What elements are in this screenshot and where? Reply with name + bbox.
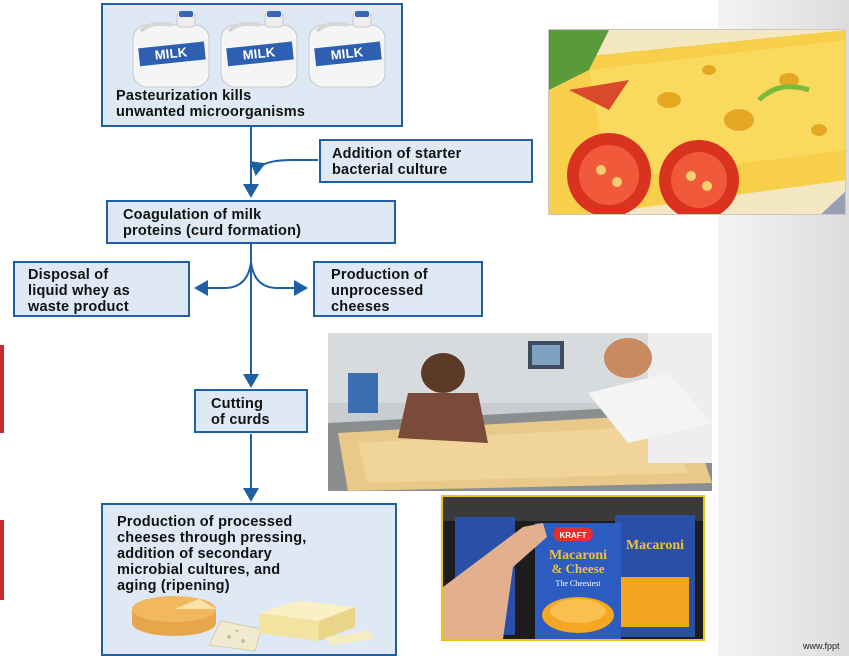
box-name-text: Macaroni <box>549 548 607 563</box>
milk-jug: MILK <box>132 11 210 88</box>
processed-cheese-box: Production of processed cheeses through … <box>101 503 397 656</box>
coagulation-box: Coagulation of milk proteins (curd forma… <box>106 200 396 244</box>
starter-culture-box: Addition of starter bacterial culture <box>319 139 533 183</box>
mac-and-cheese-image: Macaroni KRAFT Macaroni & Cheese The Che… <box>443 497 703 639</box>
cutting-curds-box: Cutting of curds <box>194 389 308 433</box>
milk-jugs-illustration: MILK MILK MILK <box>132 11 386 88</box>
edge-accent <box>0 345 4 433</box>
milk-label: MILK <box>242 44 276 62</box>
milk-label: MILK <box>154 44 188 62</box>
pasteurization-line: unwanted microorganisms <box>116 104 306 120</box>
milk-label: MILK <box>330 44 364 62</box>
processed-line: cheeses through pressing, <box>117 530 307 546</box>
whey-line: waste product <box>28 299 129 315</box>
pasteurization-box: MILK MILK MILK Pasteurization kills unwa… <box>101 3 403 127</box>
unprocessed-line: unprocessed <box>331 283 424 299</box>
cereal-box-front: KRAFT Macaroni & Cheese The Cheesiest <box>535 523 621 639</box>
whey-line: liquid whey as <box>28 283 130 299</box>
processed-line: addition of secondary <box>117 546 272 562</box>
cheese-wheel <box>132 596 216 636</box>
pasteurization-text: Pasteurization kills unwanted microorgan… <box>116 88 305 120</box>
unprocessed-line: cheeses <box>331 299 390 315</box>
cutting-line: of curds <box>211 412 270 428</box>
box-name-text: & Cheese <box>551 561 604 576</box>
whey-line: Disposal of <box>28 267 109 283</box>
mac-and-cheese-photo: Macaroni KRAFT Macaroni & Cheese The Che… <box>441 495 705 641</box>
whey-disposal-box: Disposal of liquid whey as waste product <box>13 261 190 317</box>
milk-jug: MILK <box>220 11 298 88</box>
cheese-vat-image <box>328 333 712 491</box>
kraft-logo-text: KRAFT <box>559 531 586 540</box>
milk-jug: MILK <box>308 11 386 88</box>
arrow-to-whey <box>194 261 252 296</box>
box-tagline-text: The Cheesiest <box>555 579 601 588</box>
coagulation-line: proteins (curd formation) <box>123 223 302 239</box>
processed-line: Production of processed <box>117 514 293 530</box>
processed-text: Production of processed cheeses through … <box>117 514 307 594</box>
hand-shape <box>443 523 547 639</box>
cheese-blocks-illustration <box>132 596 375 652</box>
swiss-cheese-wedge <box>208 620 262 652</box>
starter-line: Addition of starter <box>332 146 462 162</box>
cutting-line: Cutting <box>211 396 264 412</box>
box-name-text: Macaroni <box>626 538 684 553</box>
processed-line: aging (ripening) <box>117 578 230 594</box>
arrow-starter-culture <box>249 159 318 176</box>
cheese-tomato-photo <box>548 29 846 215</box>
footer-url: www.fppt <box>803 641 840 651</box>
cheese-vat-photo <box>328 333 712 491</box>
coagulation-line: Coagulation of milk <box>123 207 262 223</box>
unprocessed-cheese-box: Production of unprocessed cheeses <box>313 261 483 317</box>
processed-line: microbial cultures, and <box>117 562 281 578</box>
pasteurization-line: Pasteurization kills <box>116 88 252 104</box>
edge-accent <box>0 520 4 600</box>
unprocessed-line: Production of <box>331 267 428 283</box>
cheese-tomato-image <box>549 30 845 214</box>
cheese-block <box>259 601 375 645</box>
starter-line: bacterial culture <box>332 162 448 178</box>
arrow-to-unprocessed <box>250 261 308 296</box>
